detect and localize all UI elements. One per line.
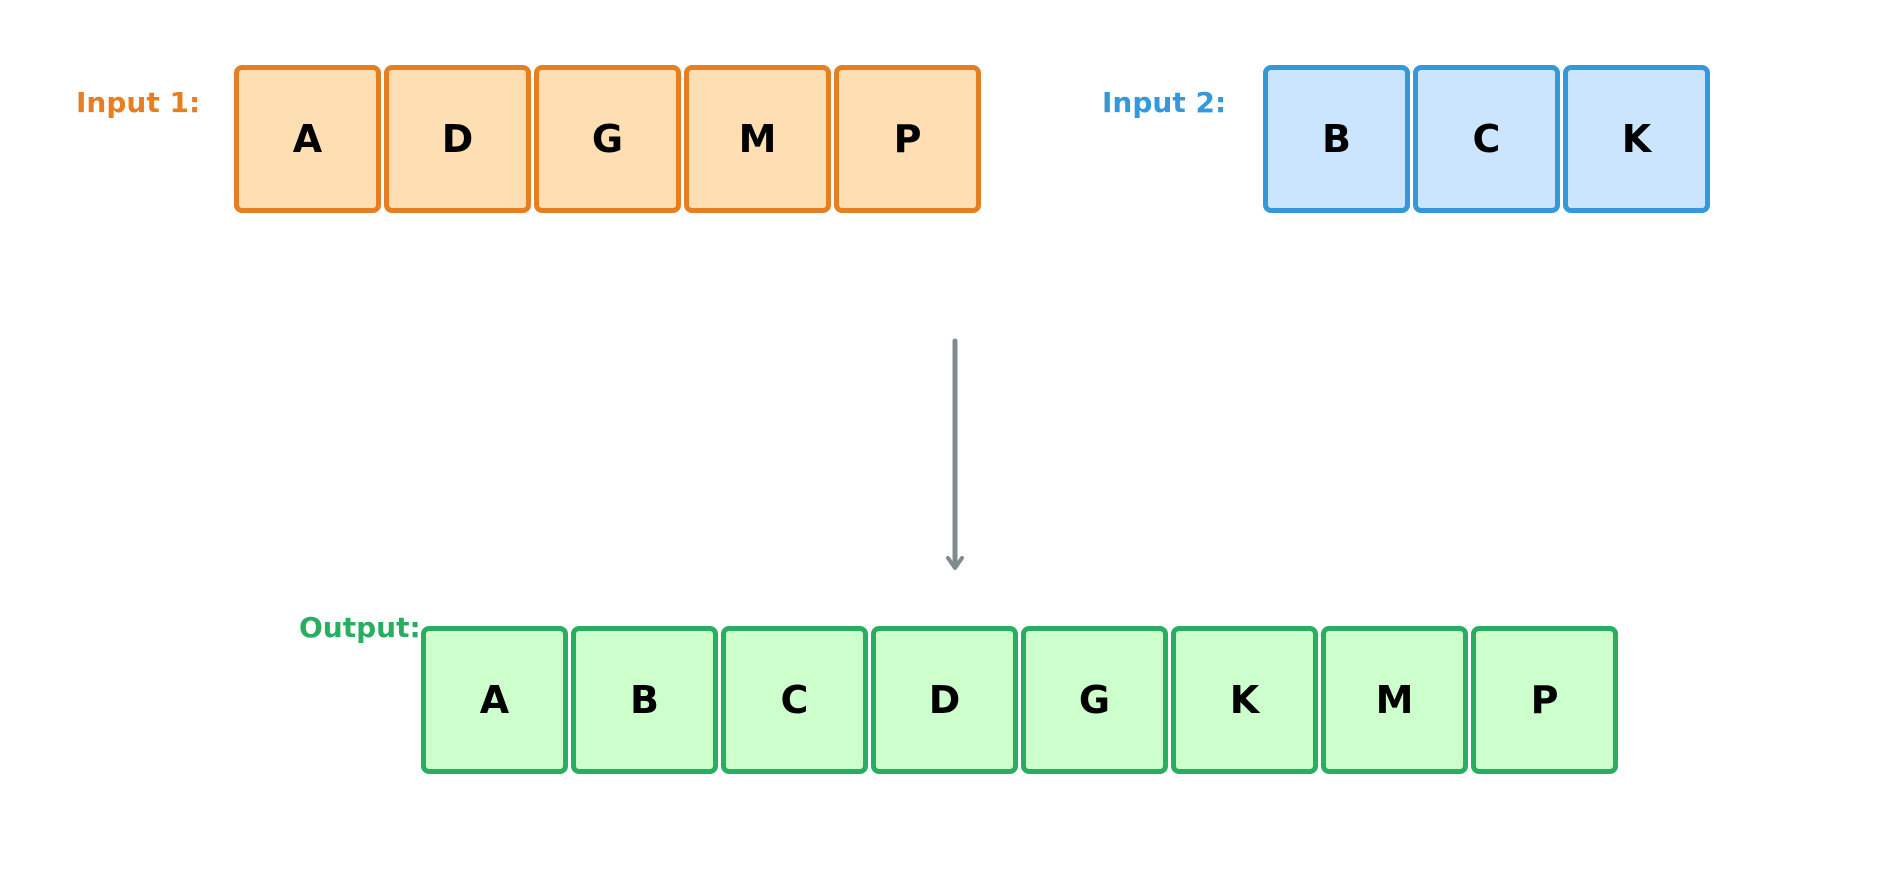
output-cell: B: [571, 626, 718, 774]
output-cell: A: [421, 626, 568, 774]
input-1-cell: M: [684, 65, 831, 213]
arrow-head-icon: [946, 556, 964, 570]
input-2-cell: C: [1413, 65, 1560, 213]
input-2-cell: K: [1563, 65, 1710, 213]
input-1-cell: G: [534, 65, 681, 213]
input-2-cell: B: [1263, 65, 1410, 213]
input-1-cell: D: [384, 65, 531, 213]
output-cell: G: [1021, 626, 1168, 774]
input-1-cell: A: [234, 65, 381, 213]
output-cell: K: [1171, 626, 1318, 774]
output-label: Output:: [299, 611, 421, 644]
input-1-cell: P: [834, 65, 981, 213]
output-cell: C: [721, 626, 868, 774]
output-cell: D: [871, 626, 1018, 774]
output-cell: M: [1321, 626, 1468, 774]
input-2-label: Input 2:: [1102, 86, 1227, 119]
output-cell: P: [1471, 626, 1618, 774]
input-1-label: Input 1:: [76, 86, 201, 119]
